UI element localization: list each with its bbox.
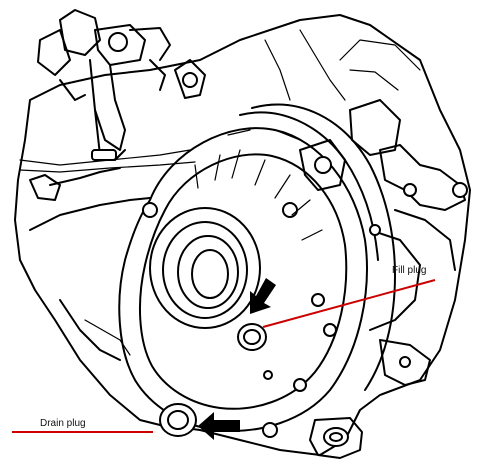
sensor-cable bbox=[19, 149, 196, 201]
shift-linkage bbox=[37, 9, 206, 161]
right-housing-details bbox=[264, 29, 468, 386]
drain-plug-label: Drain plug bbox=[40, 418, 86, 429]
drain-plug bbox=[159, 403, 197, 437]
mount-boss bbox=[309, 417, 363, 459]
arrow-left-icon bbox=[198, 412, 240, 440]
arrow-down-left-icon bbox=[250, 278, 276, 314]
transmission-case bbox=[14, 14, 471, 456]
fill-plug-label: Fill plug bbox=[392, 265, 427, 276]
fill-plug bbox=[237, 323, 267, 351]
fill-plug-leader-line bbox=[262, 279, 436, 328]
